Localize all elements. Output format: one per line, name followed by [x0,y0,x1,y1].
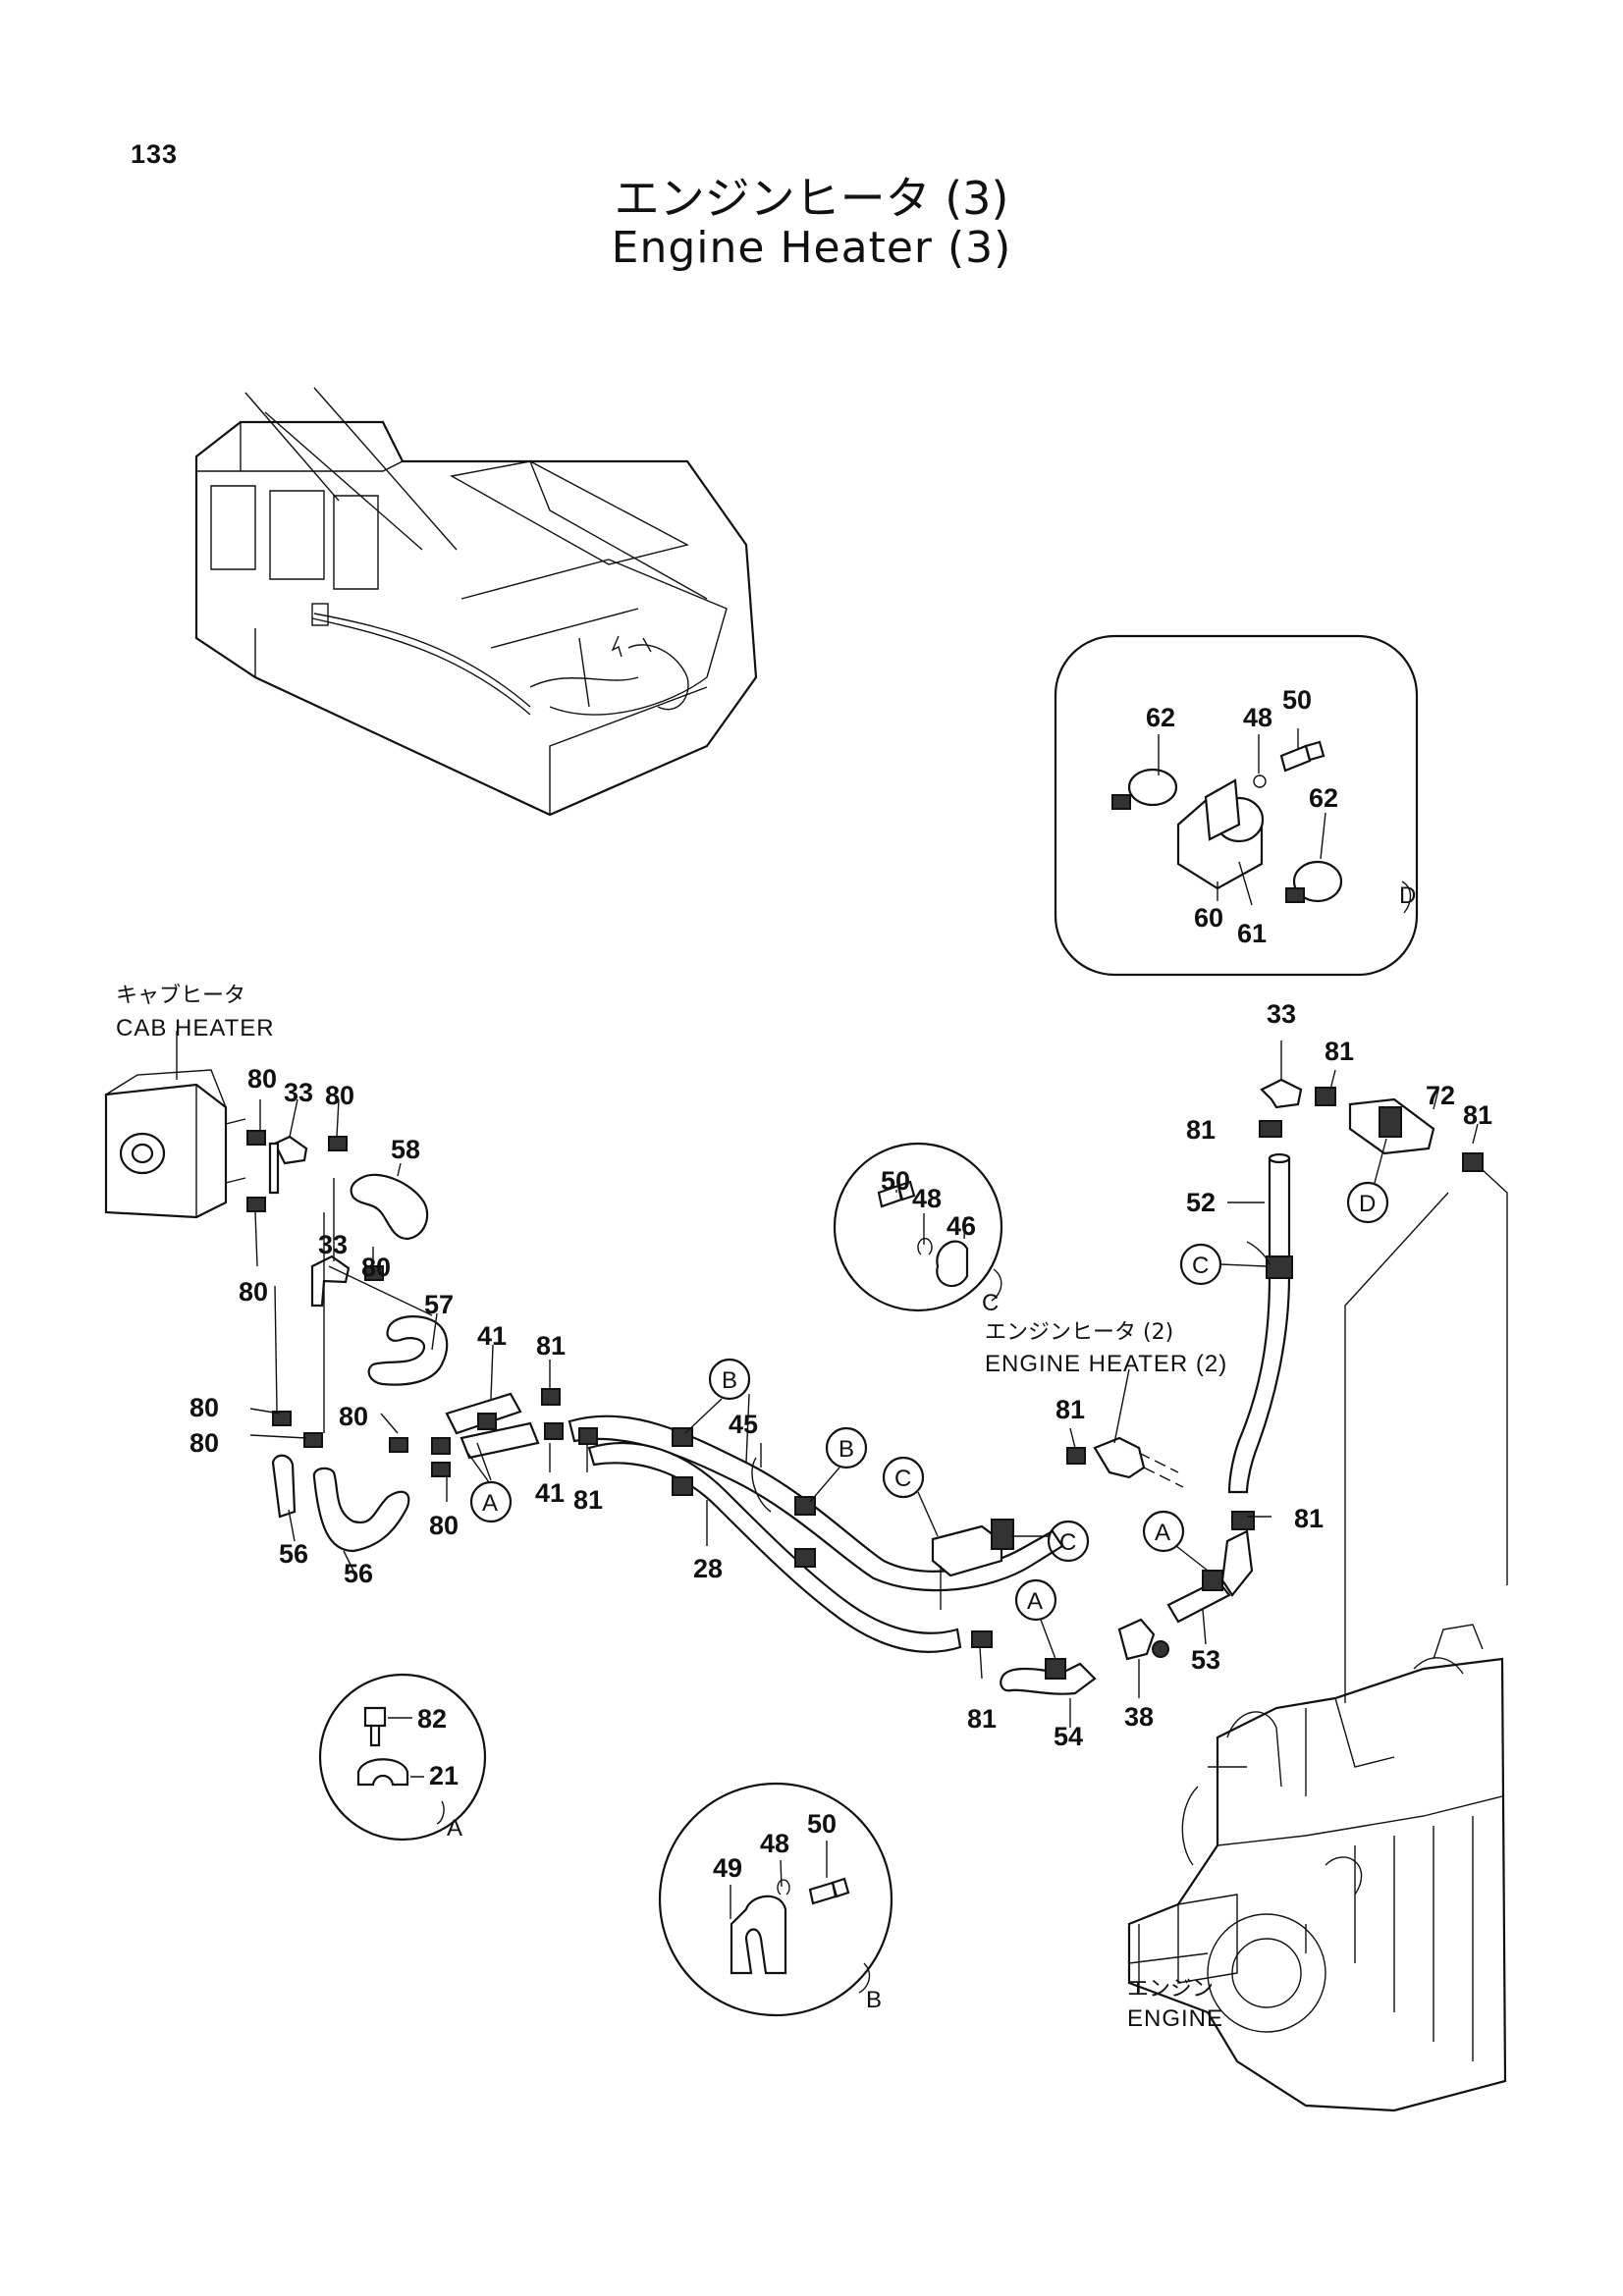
callout-c-3: C [1179,1243,1268,1286]
part-82-label: 82 [417,1704,447,1734]
detail-d-letter: D [1399,882,1417,909]
svg-text:A: A [482,1490,499,1517]
cab-heater-jp-label: キャブヒータ [116,984,245,1008]
part-33-label: 33 [284,1078,313,1107]
callout-a-2: A [1014,1578,1057,1660]
part-54-label: 54 [1054,1722,1083,1751]
callout-a-3: A [1142,1510,1209,1572]
part-41-label: 41 [535,1478,565,1508]
callout-b-1: B [684,1358,751,1434]
part-61-label: 61 [1237,919,1267,948]
part-57-label: 57 [424,1290,454,1319]
part-80-label: 80 [189,1428,219,1458]
part-80-label: 80 [325,1081,354,1110]
part-48-label: 48 [1243,703,1272,732]
part-28-label: 28 [693,1554,723,1583]
part-81-label: 81 [1055,1395,1085,1424]
part-80-label: 80 [361,1253,391,1282]
part-50-label: 50 [1282,685,1312,715]
part-45-label: 45 [729,1410,758,1439]
cab-heater-assembly: キャブヒータ CAB HEATER [104,984,275,1219]
part-33-label: 33 [1267,999,1296,1029]
excavator-overview-illustration [194,387,758,817]
svg-text:A: A [1155,1520,1171,1546]
part-56-label: 56 [279,1539,308,1569]
main-hose-runs [568,1041,1508,1728]
callout-a-1: A [469,1480,513,1523]
callout-c-1: C [882,1456,939,1537]
part-48-label: 48 [912,1184,942,1213]
svg-text:C: C [894,1466,912,1492]
detail-a-letter: A [447,1815,463,1842]
engine-illustration: エンジン ENGINE [1127,1624,1507,2112]
part-81-label: 81 [1325,1037,1354,1066]
part-50-label: 50 [881,1166,910,1196]
detail-view-b: 49 48 50 B [658,1782,893,2017]
part-80-label: 80 [429,1511,459,1540]
callout-d-1: D [1346,1138,1389,1224]
part-81-label: 81 [1294,1504,1324,1533]
detail-view-d: 62 48 50 62 60 61 D [1054,634,1419,977]
callout-c-2: C [1011,1520,1090,1563]
svg-text:A: A [1027,1588,1044,1615]
svg-text:D: D [1359,1191,1377,1217]
page-number: 133 [131,139,179,169]
part-46-label: 46 [947,1211,976,1241]
part-number-labels: 80 33 80 58 80 33 80 57 41 81 80 80 80 8… [189,999,1492,1751]
part-49-label: 49 [713,1853,742,1883]
svg-text:C: C [1059,1529,1077,1556]
part-50-label: 50 [807,1809,837,1839]
part-60-label: 60 [1194,903,1223,933]
part-80-label: 80 [247,1064,277,1094]
part-53-label: 53 [1191,1645,1220,1675]
part-52-label: 52 [1186,1188,1216,1217]
svg-text:B: B [722,1367,738,1394]
part-62-label: 62 [1146,703,1175,732]
part-38-label: 38 [1124,1702,1154,1732]
part-80-label: 80 [339,1402,368,1431]
engine-label: ENGINE [1127,2005,1223,2032]
detail-view-a: 82 21 A [318,1673,487,1842]
callout-b-2: B [809,1426,868,1503]
part-81-label: 81 [967,1704,997,1734]
part-72-label: 72 [1426,1081,1455,1110]
detail-b-letter: B [866,1987,883,2013]
part-80-label: 80 [189,1393,219,1422]
engine-jp-label: エンジン [1127,1977,1214,2002]
part-48-label: 48 [760,1829,789,1858]
detail-view-c: 50 48 46 C [833,1142,1003,1316]
svg-text:C: C [1192,1253,1210,1279]
left-hose-group [246,1098,564,1572]
title-english: Engine Heater (3) [611,223,1012,273]
part-81-label: 81 [1463,1100,1492,1130]
cab-heater-label: CAB HEATER [116,1015,275,1041]
engine-heater-2-label: ENGINE HEATER (2) [985,1351,1227,1377]
part-81-label: 81 [1186,1115,1216,1145]
part-81-label: 81 [536,1331,566,1361]
part-62-label: 62 [1309,783,1338,813]
part-56-label: 56 [344,1559,373,1588]
engine-heater-2-jp-label: エンジンヒータ (2) [985,1320,1173,1345]
part-33-label: 33 [318,1230,348,1259]
svg-text:B: B [839,1436,855,1463]
part-41-label: 41 [477,1321,507,1351]
part-80-label: 80 [239,1277,268,1307]
title-japanese: エンジンヒータ (3) [614,172,1009,225]
part-21-label: 21 [429,1761,459,1790]
detail-c-letter: C [982,1290,1000,1316]
engine-heater-2-reference: エンジンヒータ (2) ENGINE HEATER (2) [985,1320,1227,1377]
part-58-label: 58 [391,1135,420,1164]
part-81-label: 81 [573,1485,603,1515]
